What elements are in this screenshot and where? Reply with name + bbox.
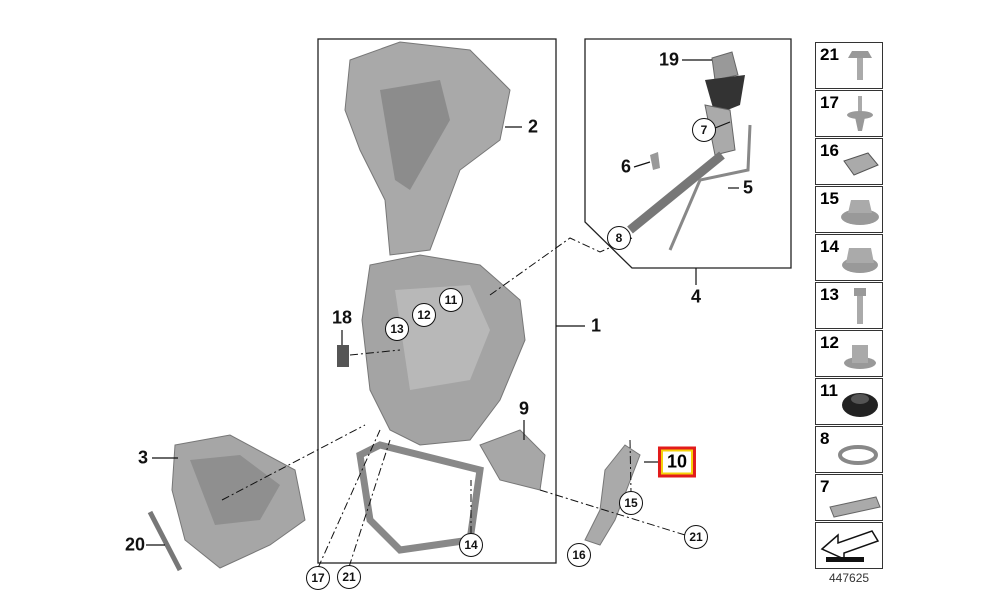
screw-6-part [650,152,660,170]
diagram-number: 447625 [829,571,870,585]
heat-shield-detail [380,80,450,190]
callout-16[interactable]: 16 [567,543,591,567]
callout-4[interactable]: 4 [690,286,702,307]
callout-20[interactable]: 20 [124,534,146,555]
part-cell-13[interactable]: 13 [815,282,883,329]
grommet-icon [842,393,878,417]
callout-21-lower[interactable]: 21 [337,565,361,589]
callout-10-highlighted[interactable]: 10 [657,446,697,478]
line-holder-icon [829,496,881,518]
part-cell-arrow [815,522,883,569]
callout-9[interactable]: 9 [518,398,530,419]
tank-bracket-part [356,441,484,554]
bracket-9-part [479,429,546,491]
callout-18[interactable]: 18 [331,307,353,328]
strip-20-part [147,510,183,572]
part-cell-12[interactable]: 12 [815,330,883,377]
cover-3-detail [190,455,280,525]
callout-17[interactable]: 17 [306,566,330,590]
flange-nut-icon [841,200,879,225]
filler-pipe-part [627,151,725,234]
part-cell-21[interactable]: 21 [815,42,883,89]
callout-15[interactable]: 15 [619,491,643,515]
part-cell-8[interactable]: 8 [815,426,883,473]
spacer-icon [844,345,876,369]
callout-2[interactable]: 2 [527,116,539,137]
callout-13[interactable]: 13 [385,317,409,341]
callout-1[interactable]: 1 [590,315,602,336]
callout-7[interactable]: 7 [692,118,716,142]
hose-clamp-icon [838,445,878,465]
part-cell-11[interactable]: 11 [815,378,883,425]
callout-21[interactable]: 21 [684,525,708,549]
part-cell-14[interactable]: 14 [815,234,883,281]
callout-11[interactable]: 11 [439,288,463,312]
part-cell-15[interactable]: 15 [815,186,883,233]
assembly-box-4 [584,38,792,269]
callout-6[interactable]: 6 [620,156,632,177]
filler-funnel-part [705,75,745,115]
part-cell-17[interactable]: 17 [815,90,883,137]
pad-18-part [337,345,349,367]
callout-12[interactable]: 12 [412,303,436,327]
push-rivet-icon [847,96,873,131]
leader-lines [146,59,739,546]
callout-14[interactable]: 14 [459,533,483,557]
cap-19-part [711,51,739,81]
callout-19[interactable]: 19 [658,49,680,70]
hex-bolt-icon [854,288,866,324]
bracket-10-part [584,444,641,546]
bolt-icon [848,51,872,80]
arrow-icon [820,530,880,562]
callout-8[interactable]: 8 [607,226,631,250]
callout-5[interactable]: 5 [742,177,754,198]
clip-nut-icon [843,152,879,176]
callout-3[interactable]: 3 [137,447,149,468]
hose-5-part [668,124,752,251]
hex-nut-icon [842,248,878,273]
assembly-box-1 [317,38,557,564]
part-cell-7[interactable]: 7 [815,474,883,521]
part-cell-16[interactable]: 16 [815,138,883,185]
